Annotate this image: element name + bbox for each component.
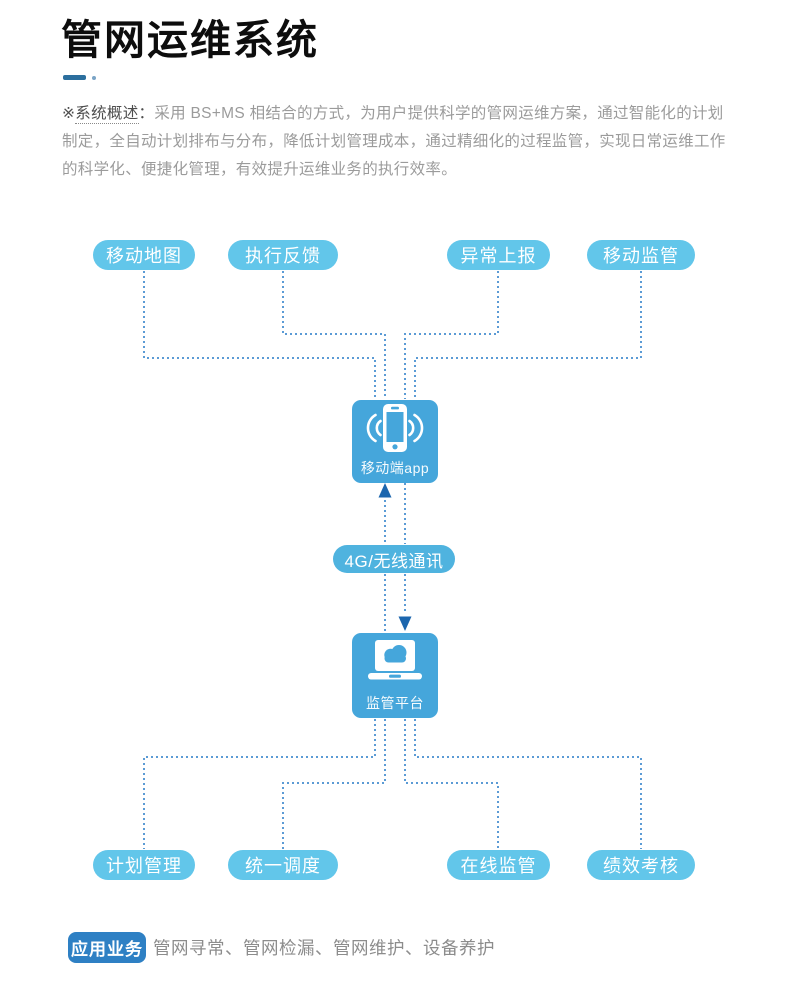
title-underline-dot <box>92 76 96 80</box>
node-mobile-supervision: 移动监管 <box>587 240 695 270</box>
node-mobile-map: 移动地图 <box>93 240 195 270</box>
page-title: 管网运维系统 <box>61 17 319 63</box>
node-performance-review: 绩效考核 <box>587 850 695 880</box>
mobile-app-label: 移动端app <box>360 460 430 476</box>
smartphone-icon <box>366 404 424 452</box>
cloud-laptop-icon <box>368 640 422 680</box>
mobile-app-node: 移动端app <box>352 400 438 483</box>
application-business-list: 管网寻常、管网检漏、管网维护、设备养护 <box>153 938 495 958</box>
node-online-monitoring: 在线监管 <box>447 850 550 880</box>
platform-node: 监管平台 <box>352 633 438 718</box>
application-business-badge: 应用业务 <box>68 932 146 963</box>
title-underline-dash <box>63 75 86 80</box>
system-overview-text: 采用 BS+MS 相结合的方式，为用户提供科学的管网运维方案，通过智能化的计划制… <box>62 105 726 178</box>
connector-unified-dispatch <box>282 719 386 849</box>
node-exception-report: 异常上报 <box>447 240 550 270</box>
connector-exec-feedback <box>282 271 386 399</box>
connector-online-monitor <box>404 719 499 849</box>
node-unified-dispatch: 统一调度 <box>228 850 338 880</box>
system-overview-paragraph: ※系统概述：采用 BS+MS 相结合的方式，为用户提供科学的管网运维方案，通过智… <box>62 100 732 184</box>
connector-mobile-map <box>143 271 376 399</box>
arrow-up-icon <box>378 483 392 498</box>
arrow-down-icon <box>398 616 412 631</box>
platform-label: 监管平台 <box>366 695 424 711</box>
node-execution-feedback: 执行反馈 <box>228 240 338 270</box>
connector-plan-management <box>143 719 376 849</box>
system-overview-label: ※系统概述： <box>62 105 155 124</box>
node-plan-management: 计划管理 <box>93 850 195 880</box>
connector-mobile-supervision <box>414 271 642 399</box>
connector-performance-review <box>414 719 642 849</box>
connector-exception-report <box>404 271 499 399</box>
wireless-link-label: 4G/无线通讯 <box>333 545 455 573</box>
